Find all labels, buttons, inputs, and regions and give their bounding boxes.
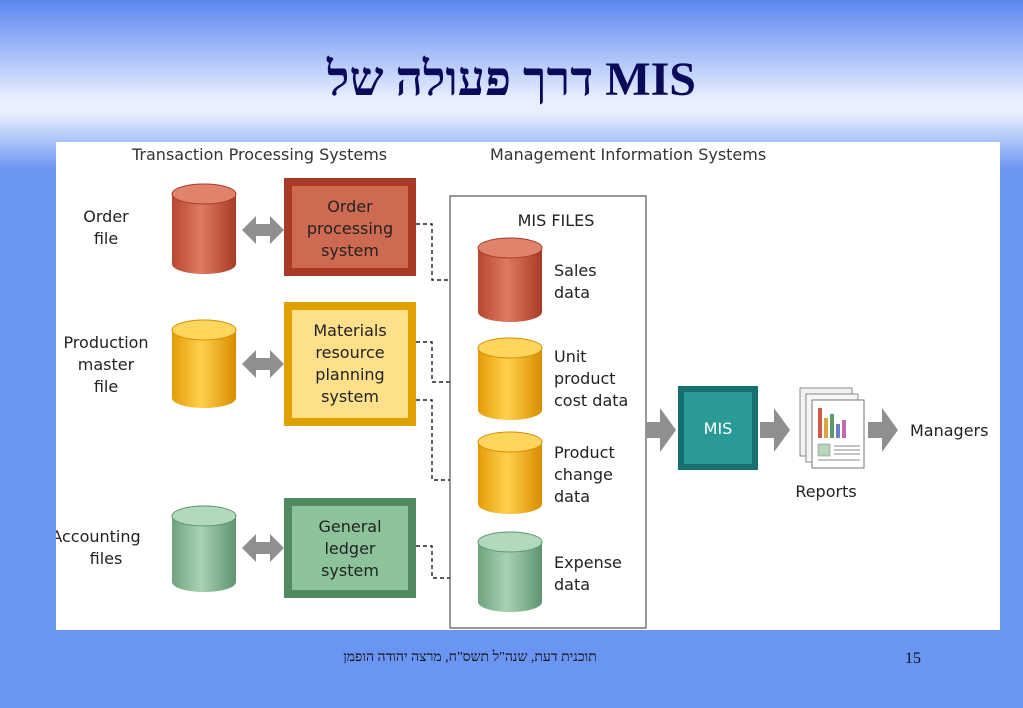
svg-text:data: data — [554, 575, 590, 594]
svg-text:Production: Production — [63, 333, 148, 352]
managers-label: Managers — [910, 421, 988, 440]
mis-file-label-sales: Sales data — [554, 261, 597, 302]
sales-data-cylinder — [477, 237, 543, 322]
svg-text:Sales: Sales — [554, 261, 597, 280]
mis-file-label-expense: Expense data — [554, 553, 622, 594]
header-mis: Management Information Systems — [490, 145, 766, 164]
production-file-cylinder — [171, 319, 237, 408]
accounting-file-cylinder — [171, 505, 237, 592]
svg-text:master: master — [78, 355, 135, 374]
double-arrow-icon — [242, 350, 284, 378]
svg-text:product: product — [554, 369, 616, 388]
diagram-panel: Transaction Processing Systems Managemen… — [56, 142, 1000, 630]
svg-text:file: file — [94, 377, 118, 396]
expense-data-cylinder — [477, 531, 543, 612]
svg-text:Unit: Unit — [554, 347, 587, 366]
arrow-right-icon — [646, 408, 676, 452]
svg-text:planning: planning — [315, 365, 384, 384]
double-arrow-icon — [242, 534, 284, 562]
general-ledger-system-box: General ledger system — [284, 498, 416, 598]
mis-flow-diagram: Transaction Processing Systems Managemen… — [56, 145, 988, 629]
svg-text:data: data — [554, 487, 590, 506]
mis-file-label-unit-cost: Unit product cost data — [554, 347, 628, 410]
svg-text:file: file — [94, 229, 118, 248]
arrow-right-icon — [868, 408, 898, 452]
mis-box: MIS — [678, 386, 758, 470]
svg-text:files: files — [90, 549, 123, 568]
unit-product-cost-cylinder — [477, 337, 543, 420]
svg-text:Expense: Expense — [554, 553, 622, 572]
svg-text:Materials: Materials — [313, 321, 386, 340]
file-label-production: Production master file — [63, 333, 148, 396]
svg-text:system: system — [321, 241, 379, 260]
reports-icon — [799, 387, 865, 469]
header-tps: Transaction Processing Systems — [131, 145, 387, 164]
svg-text:MIS: MIS — [704, 419, 733, 438]
slide-footer: תוכנית דעת, שנה"ל תשס"ח, מרצה יהודה הופמ… — [343, 650, 597, 665]
reports-label: Reports — [795, 482, 856, 501]
svg-text:change: change — [554, 465, 613, 484]
product-change-cylinder — [477, 431, 543, 514]
slide-title: דרך פעולה של MIS — [327, 53, 696, 106]
double-arrow-icon — [242, 216, 284, 244]
order-processing-system-box: Order processing system — [284, 178, 416, 276]
page-number: 15 — [905, 650, 921, 667]
svg-text:system: system — [321, 387, 379, 406]
svg-text:data: data — [554, 283, 590, 302]
svg-text:Order: Order — [83, 207, 129, 226]
mis-files-label: MIS FILES — [518, 211, 595, 230]
svg-text:cost data: cost data — [554, 391, 628, 410]
svg-text:General: General — [318, 517, 381, 536]
svg-text:Accounting: Accounting — [56, 527, 141, 546]
svg-text:system: system — [321, 561, 379, 580]
file-label-accounting: Accounting files — [56, 527, 141, 568]
order-file-cylinder — [171, 183, 237, 274]
svg-text:Product: Product — [554, 443, 615, 462]
svg-text:Order: Order — [327, 197, 373, 216]
svg-text:processing: processing — [307, 219, 393, 238]
mis-file-label-product-change: Product change data — [554, 443, 615, 506]
file-label-order: Order file — [83, 207, 129, 248]
svg-text:ledger: ledger — [324, 539, 375, 558]
svg-text:resource: resource — [315, 343, 384, 362]
materials-resource-planning-box: Materials resource planning system — [284, 302, 416, 426]
arrow-right-icon — [760, 408, 790, 452]
